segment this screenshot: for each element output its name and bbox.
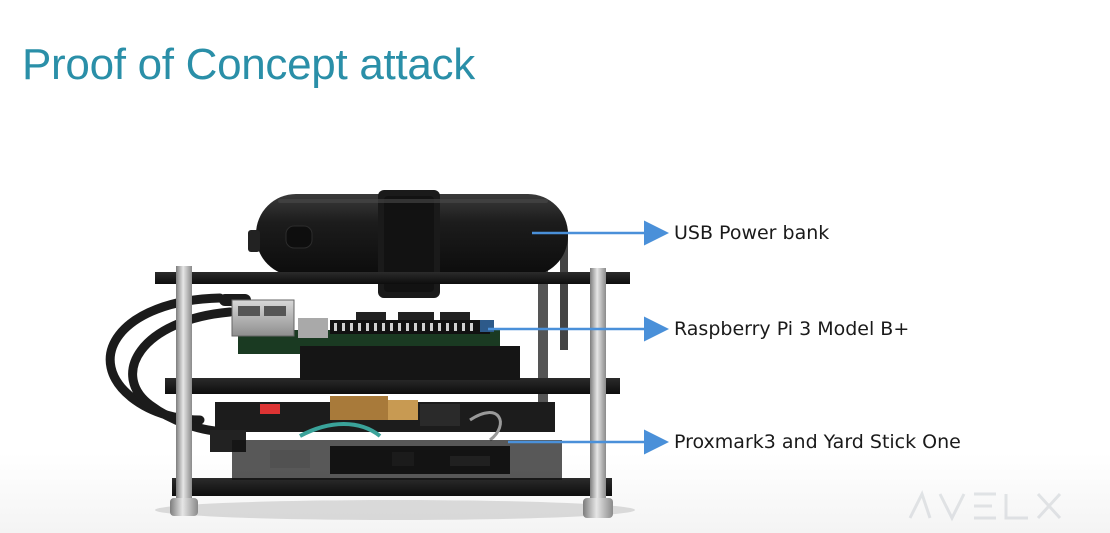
label-proxmark-yardstick: Proxmark3 and Yard Stick One bbox=[674, 431, 961, 453]
power-bank bbox=[248, 190, 568, 298]
logo-watermark bbox=[908, 490, 1062, 522]
label-usb-power-bank: USB Power bank bbox=[674, 222, 830, 244]
label-raspberry-pi: Raspberry Pi 3 Model B+ bbox=[674, 318, 910, 340]
slide-title: Proof of Concept attack bbox=[22, 40, 475, 89]
